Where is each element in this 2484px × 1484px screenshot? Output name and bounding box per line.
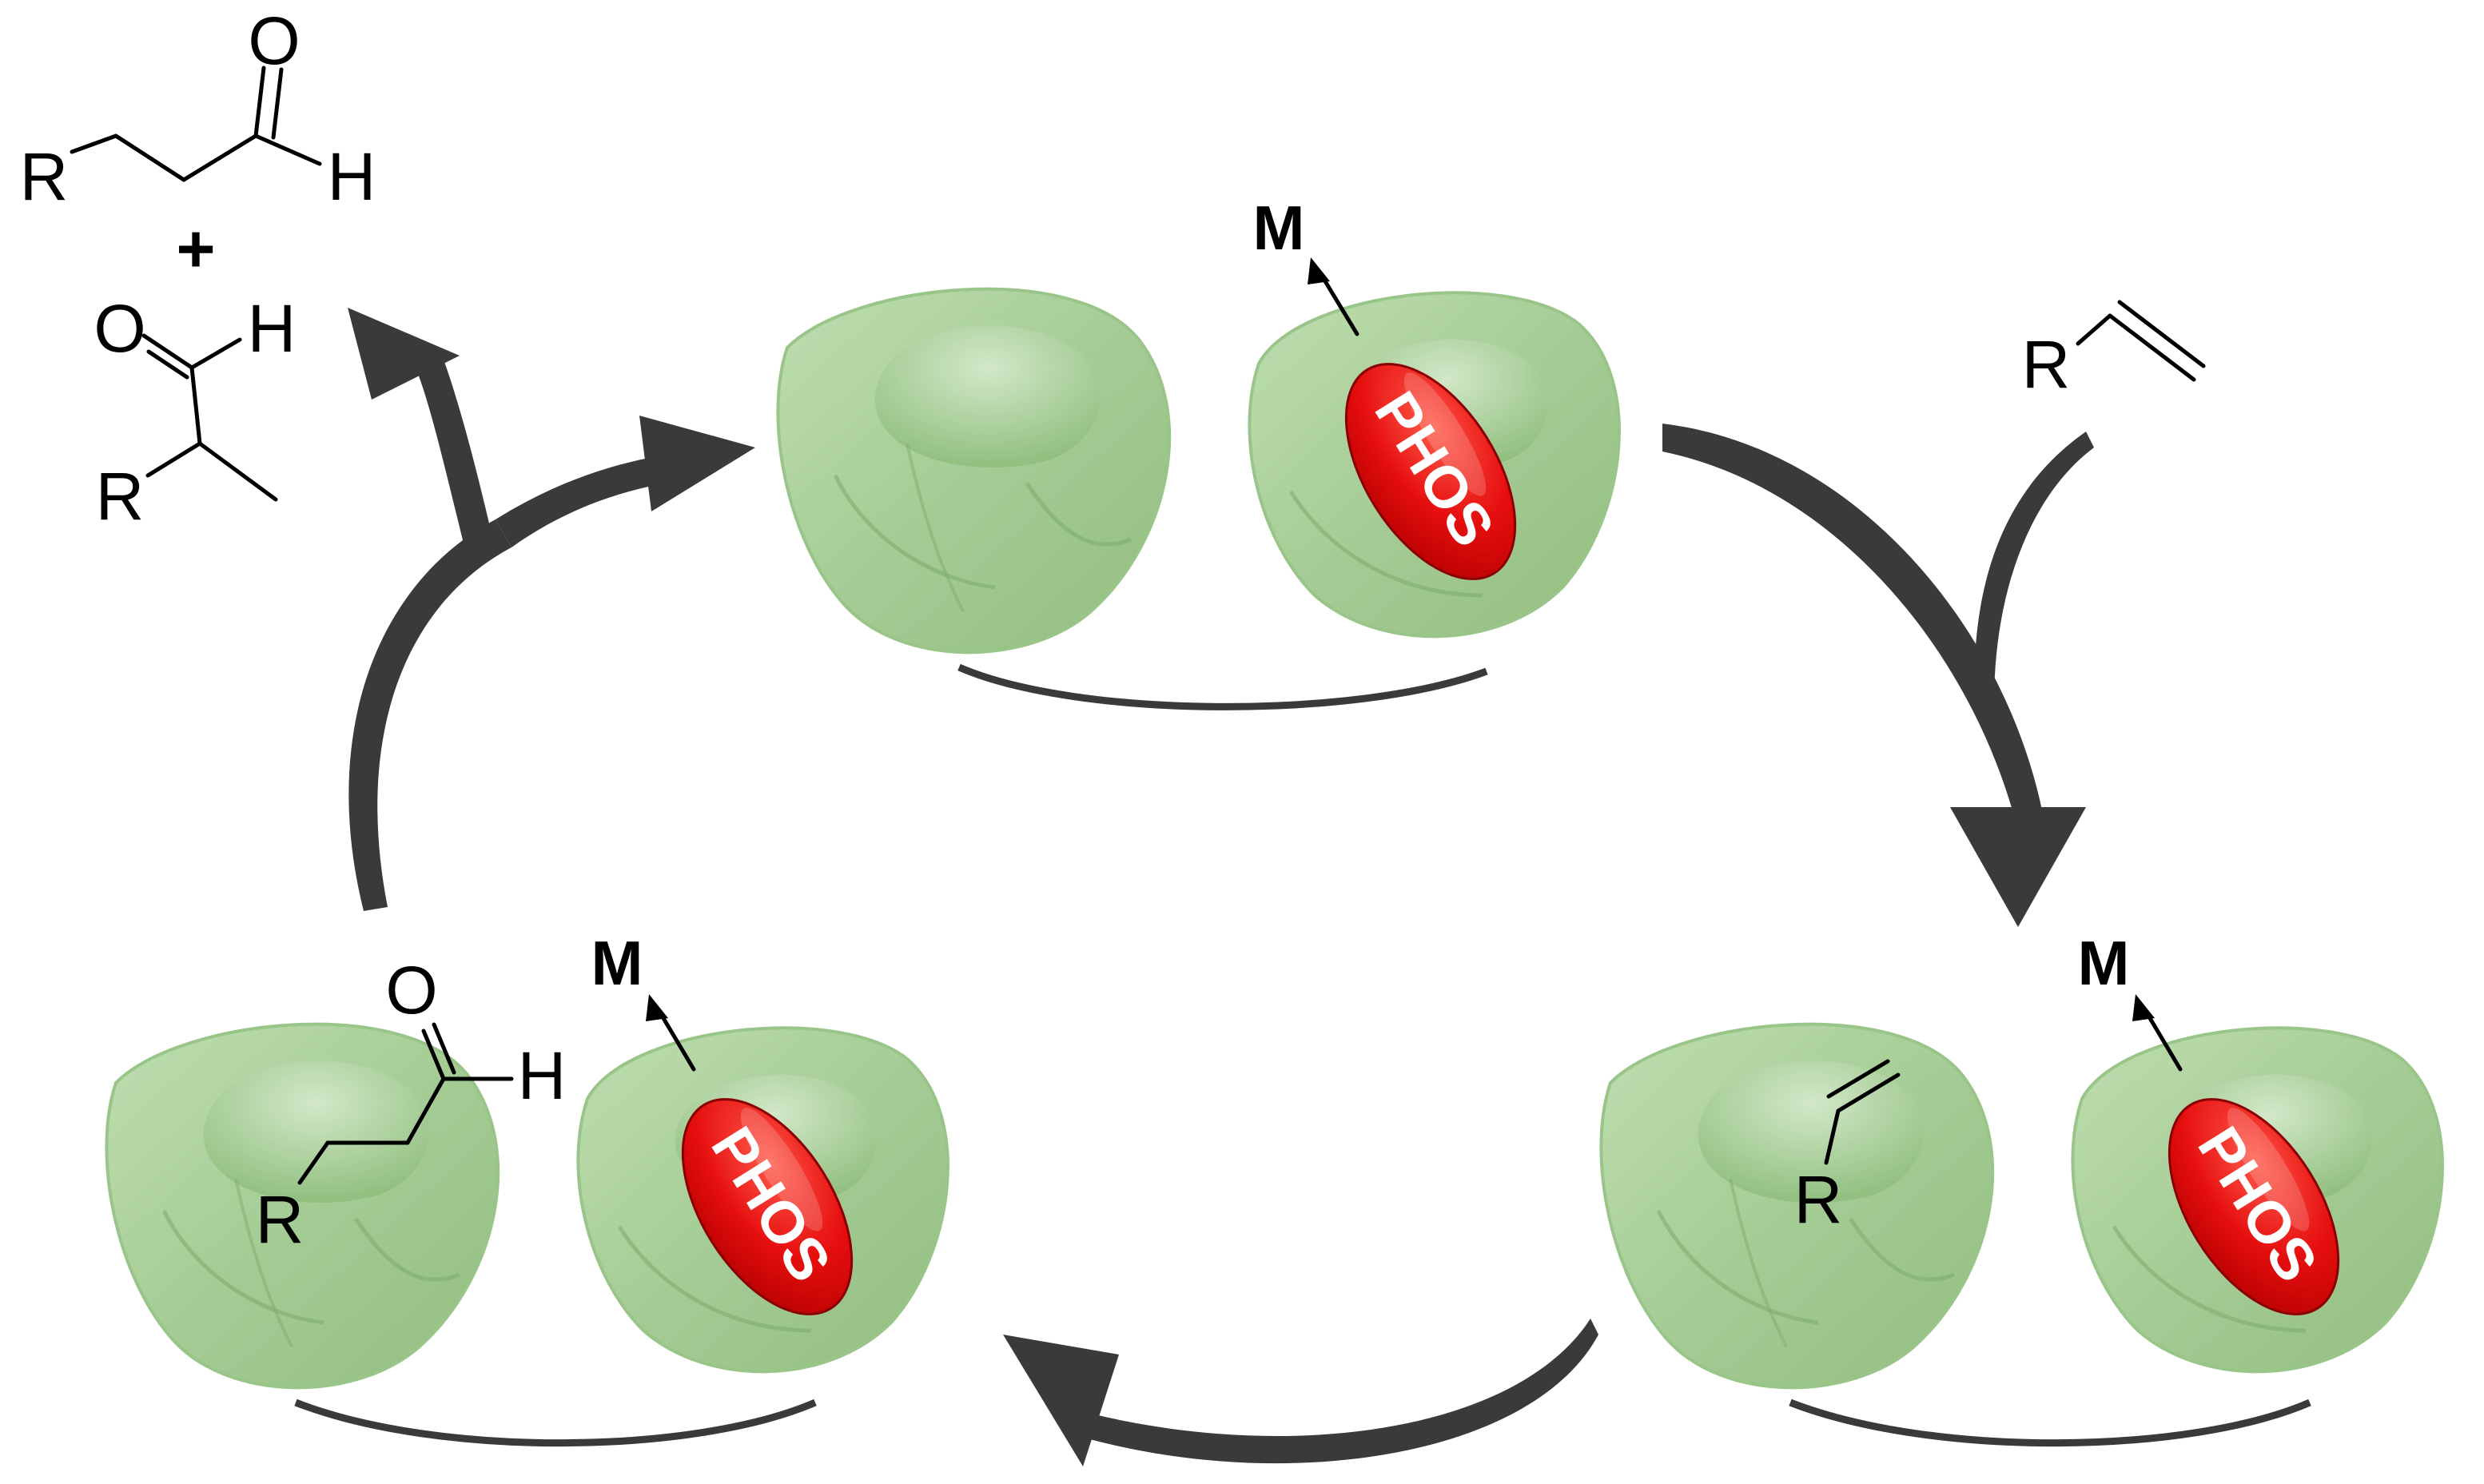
arrow-top-to-right [1662,424,2094,927]
h-label-product1: H [328,139,376,214]
arrow-left-to-top [348,308,755,911]
cavitand-top-left [778,289,1169,653]
metal-label-right: M [2078,928,2130,998]
right-assembly: PHOS M R [1601,928,2442,1447]
tether-top [957,663,1488,710]
r-label-left: R [256,1182,305,1257]
h-label-left: H [518,1038,567,1113]
bound-alkene: R [1794,1059,1901,1237]
linear-aldehyde-product: R O H [20,3,376,214]
left-assembly: PHOS M O H R [106,928,948,1447]
r-label-right: R [1794,1162,1843,1237]
plus-sign: + [176,211,215,286]
branched-aldehyde-product: O H R [94,291,296,534]
alkene-substrate: R [2022,300,2206,402]
top-assembly: PHOS M [778,193,1619,710]
tether-right [1789,1398,2311,1447]
metal-label-top: M [1253,193,1305,263]
bound-aldehyde: O H R [256,953,567,1257]
o-label-left: O [385,953,437,1028]
r-label-product1: R [20,139,69,214]
arrow-right-to-left [1003,1319,1598,1466]
metal-label-left: M [591,928,643,998]
tether-left [294,1398,817,1447]
h-label-product2: H [248,291,297,366]
o-label-product2: O [94,291,145,366]
r-label-product2: R [96,459,145,534]
o-label-product1: O [248,3,300,78]
r-label-alkene: R [2022,327,2071,402]
